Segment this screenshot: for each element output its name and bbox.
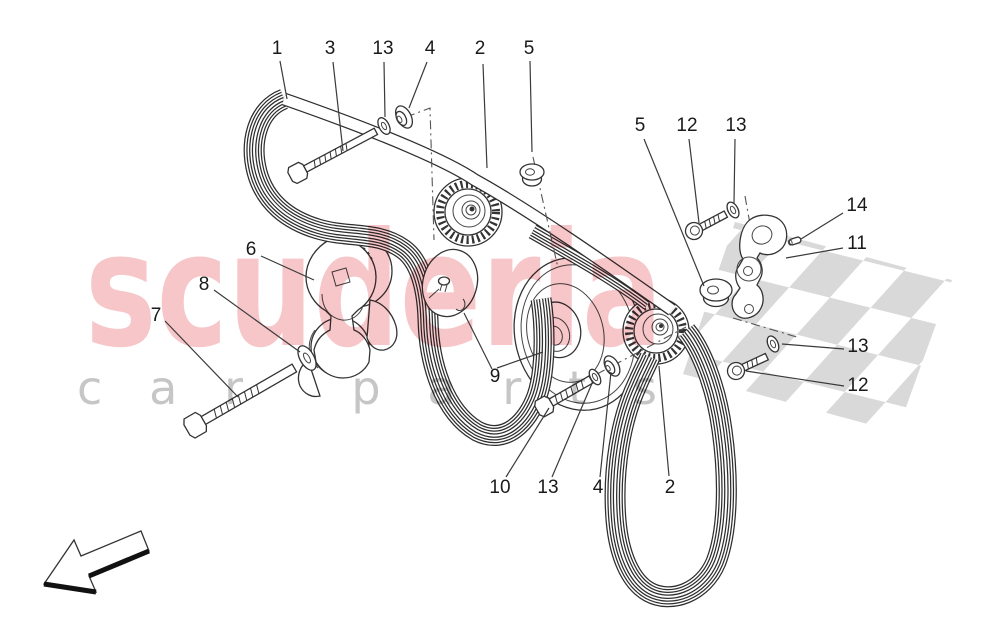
- washer-4-top: [394, 105, 414, 129]
- callout-5: 5: [524, 38, 535, 59]
- callout-5: 5: [635, 115, 646, 136]
- callout-11: 11: [847, 233, 867, 254]
- leader-line: [781, 343, 845, 350]
- callout-13: 13: [537, 477, 558, 498]
- idler-pulley-top: [433, 177, 503, 247]
- leader-line: [496, 351, 544, 369]
- callout-3: 3: [325, 38, 336, 59]
- bracket-11: [731, 214, 788, 319]
- callout-2: 2: [475, 38, 486, 59]
- washer-13-upper-right: [726, 201, 740, 219]
- leader-line: [529, 60, 533, 153]
- watermark-primary: scuderia: [85, 199, 663, 383]
- bolt-12-lower: [726, 352, 770, 381]
- callout-4: 4: [425, 38, 436, 59]
- watermark-secondary: car parts: [77, 361, 657, 415]
- belt-tensioner: [297, 234, 398, 398]
- bushing-5-top: [519, 163, 545, 187]
- callout-9: 9: [490, 366, 501, 387]
- callout-13: 13: [725, 115, 746, 136]
- leader-line: [383, 61, 386, 118]
- callout-2: 2: [665, 477, 676, 498]
- bushing-5-right: [699, 278, 733, 308]
- disc-pin: [437, 276, 451, 286]
- leader-line: [658, 365, 670, 477]
- bolt-7: [183, 363, 298, 439]
- callout-6: 6: [246, 239, 257, 260]
- leader-line: [745, 370, 845, 387]
- tensioner-foot: [366, 299, 398, 351]
- leader-line: [643, 138, 705, 287]
- washer-13-lower-right: [766, 335, 780, 353]
- leader-line: [688, 138, 700, 224]
- idler-pulley-right: [622, 297, 690, 365]
- leader-line: [599, 371, 612, 478]
- bolt-12-upper: [684, 210, 729, 241]
- callout-12: 12: [676, 115, 697, 136]
- callout-12: 12: [847, 375, 868, 396]
- callout-13: 13: [847, 336, 868, 357]
- washer-13-bottom: [588, 368, 602, 386]
- leader-line: [260, 255, 315, 281]
- pin-14: [787, 236, 802, 246]
- leader-line: [785, 247, 844, 259]
- cover-disc: [421, 248, 479, 318]
- leader-line: [733, 138, 736, 204]
- washer-8: [297, 345, 317, 371]
- callout-7: 7: [151, 305, 162, 326]
- leader-line: [551, 380, 594, 478]
- leader-line: [482, 63, 488, 169]
- leader-line: [463, 312, 493, 370]
- washer-13-top: [377, 117, 391, 135]
- callout-8: 8: [199, 274, 210, 295]
- leader-line: [505, 407, 550, 478]
- leader-line: [279, 60, 288, 100]
- direction-arrow: [42, 530, 150, 595]
- leader-line: [164, 320, 239, 398]
- watermark: scuderia car parts: [77, 199, 663, 415]
- callout-1: 1: [272, 38, 283, 59]
- leader-line: [213, 289, 301, 353]
- callout-10: 10: [489, 477, 510, 498]
- washer-4-bottom: [603, 355, 621, 377]
- callout-4: 4: [593, 477, 604, 498]
- callout-14: 14: [846, 195, 868, 216]
- leader-line: [332, 61, 344, 152]
- leader-line: [800, 212, 844, 240]
- callout-13: 13: [372, 38, 393, 59]
- leader-line: [408, 61, 428, 109]
- bolt-3: [287, 127, 379, 185]
- tensioner-arm: [305, 237, 377, 379]
